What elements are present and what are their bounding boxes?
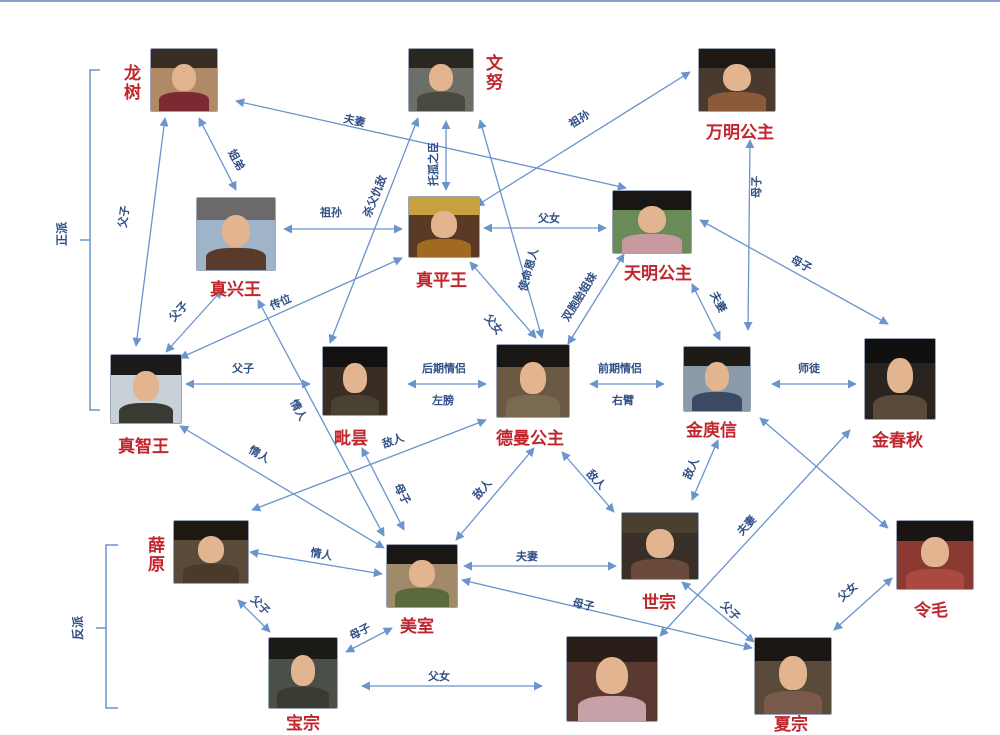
portrait-jinyuxin bbox=[683, 346, 751, 412]
edge-shizong-bottomright bbox=[682, 582, 754, 642]
name-bottom-right: 夏宗 bbox=[774, 710, 808, 735]
portrait-xueyuan bbox=[173, 520, 249, 584]
portrait-zhenzhi bbox=[110, 354, 182, 424]
label-muzi5: 母子 bbox=[571, 596, 595, 613]
label-qingren1: 情人 bbox=[287, 397, 310, 424]
label-fuzi1: 父子 bbox=[116, 205, 132, 230]
label-chuanwei: 传位 bbox=[267, 291, 294, 313]
fan-label: 反派 bbox=[70, 615, 85, 640]
label-diren3: 敌人 bbox=[584, 467, 610, 493]
label-fuqi3: 夫妻 bbox=[516, 549, 538, 563]
name-zhenxing: 真兴王 bbox=[210, 275, 261, 300]
zheng-label: 正派 bbox=[55, 221, 69, 246]
name-pitan: 毗昙 bbox=[334, 424, 368, 449]
portrait-tianming bbox=[612, 190, 692, 254]
portrait-meishi bbox=[386, 544, 458, 608]
portrait-longshu bbox=[150, 48, 218, 112]
label-funv4: 父女 bbox=[427, 669, 450, 683]
label-qingren2: 情人 bbox=[247, 442, 274, 466]
portrait-wanming bbox=[698, 48, 776, 112]
label-fuqi-tm: 夫妻 bbox=[707, 289, 730, 315]
portrait-jinchunqiu bbox=[864, 338, 936, 420]
label-zusun: 祖孙 bbox=[319, 205, 342, 219]
label-fuqi1: 夫妻 bbox=[342, 111, 366, 129]
label-zuobang: 左膀 bbox=[431, 393, 454, 407]
name-meishi: 美室 bbox=[400, 612, 434, 637]
label-funv2: 父女 bbox=[481, 310, 506, 337]
label-fuqi2: 夫妻 bbox=[734, 512, 759, 538]
edge-wenwu-deman bbox=[480, 120, 542, 338]
portrait-bottom-left bbox=[268, 637, 338, 709]
edge-deman-meishi bbox=[456, 448, 534, 540]
name-deman: 德曼公主 bbox=[496, 424, 564, 449]
name-bottom-left: 宝宗 bbox=[286, 709, 320, 734]
portrait-pitan bbox=[322, 346, 388, 416]
edge-jinyuxin-lingmao bbox=[760, 418, 888, 528]
label-diren4: 敌人 bbox=[680, 455, 702, 482]
edge-wenwu-pitan bbox=[330, 118, 418, 343]
edge-zhenping-zhenzhi bbox=[180, 258, 402, 358]
portrait-zhenxing bbox=[196, 197, 276, 271]
name-jinchunqiu: 金春秋 bbox=[872, 426, 923, 451]
name-shizong: 世宗 bbox=[642, 588, 676, 613]
label-qinfu: 杀父仇敌 bbox=[360, 173, 389, 219]
portrait-wenwu bbox=[408, 48, 474, 112]
label-diren1: 敌人 bbox=[380, 430, 406, 451]
name-jinyuxin: 金庾信 bbox=[686, 416, 737, 441]
edge-longshu-zhenzhi bbox=[136, 118, 165, 346]
name-zhenzhi: 真智王 bbox=[118, 432, 169, 457]
edge-wanming-zhenping bbox=[476, 72, 690, 206]
label-shitu: 师徒 bbox=[798, 361, 821, 375]
label-qianqi: 前期情侣 bbox=[598, 361, 642, 375]
label-fuzi2: 父子 bbox=[166, 299, 191, 325]
name-lingmao: 令毛 bbox=[914, 596, 948, 621]
label-jiesun: 祖孙 bbox=[565, 107, 592, 131]
name-longshu: 龙树 bbox=[118, 64, 143, 102]
label-fuzi3: 父子 bbox=[231, 362, 254, 375]
label-funv3: 父女 bbox=[834, 579, 860, 605]
zheng-bracket bbox=[80, 70, 100, 410]
label-shuangbao: 双胞胎姐妹 bbox=[559, 269, 601, 324]
portrait-zhenping bbox=[408, 196, 480, 258]
label-fuzi5: 父子 bbox=[717, 598, 743, 623]
name-wenwu: 文努 bbox=[480, 54, 505, 92]
label-tuogu: 托孤之臣 bbox=[426, 142, 440, 186]
label-funv1: 父女 bbox=[537, 211, 560, 225]
label-shenmingren: 使命恩人 bbox=[515, 246, 541, 294]
label-muzi3: 母子 bbox=[391, 481, 413, 507]
label-muzi1: 母子 bbox=[750, 176, 763, 198]
name-tianming: 天明公主 bbox=[624, 259, 692, 284]
edge-wanming-jinyuxin bbox=[748, 140, 750, 330]
name-zhenping: 真平王 bbox=[416, 266, 467, 291]
label-zhaodi: 姐弟 bbox=[225, 147, 248, 173]
edge-deman-xueyuan bbox=[252, 420, 486, 510]
portrait-bottom-center bbox=[566, 636, 658, 722]
fan-bracket bbox=[96, 545, 118, 708]
portrait-bottom-right bbox=[754, 637, 832, 715]
portrait-lingmao bbox=[896, 520, 974, 590]
label-youbi: 右臂 bbox=[611, 393, 634, 407]
name-xueyuan: 薛原 bbox=[142, 536, 167, 574]
label-qingren3: 情人 bbox=[309, 545, 334, 563]
label-houqi: 后期情侣 bbox=[422, 361, 466, 375]
name-wanming: 万明公主 bbox=[706, 118, 774, 143]
portrait-shizong bbox=[621, 512, 699, 580]
portrait-deman bbox=[496, 344, 570, 418]
